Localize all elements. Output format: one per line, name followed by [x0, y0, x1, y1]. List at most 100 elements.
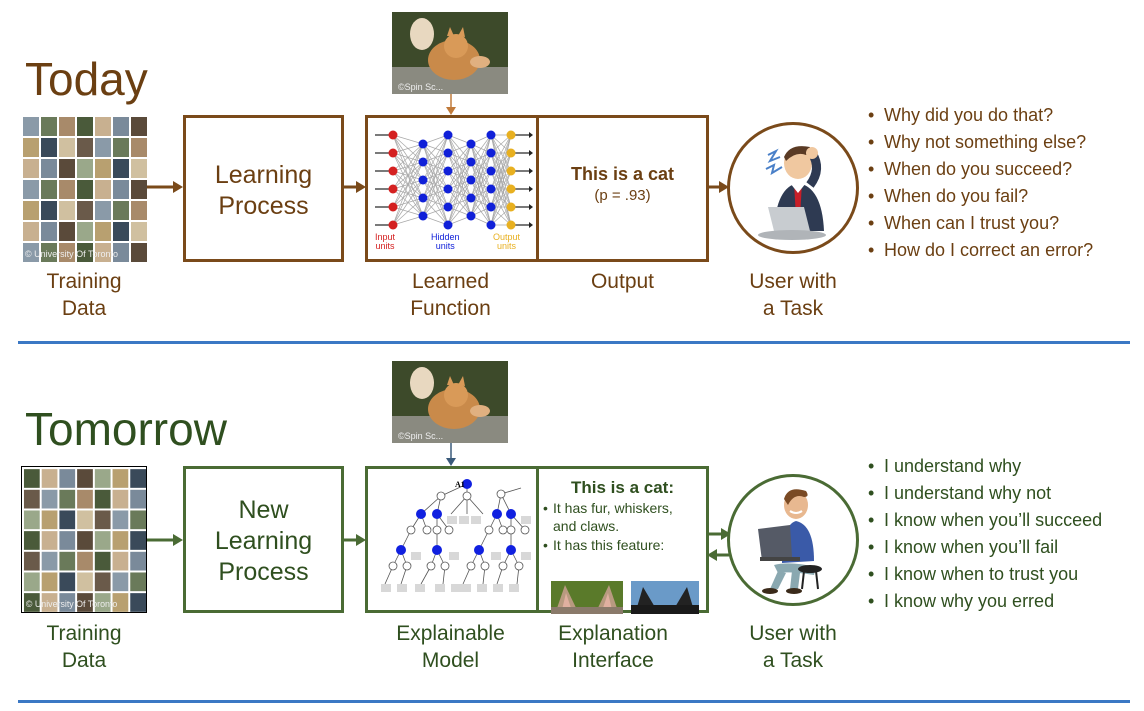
nn-edge — [447, 161, 472, 226]
nn-edge — [392, 143, 424, 190]
thumbnail — [77, 572, 93, 592]
thumbnail — [23, 159, 39, 178]
caption-line: Explainable — [396, 622, 505, 645]
tree-node — [426, 561, 436, 571]
thumbnail — [41, 222, 57, 241]
arrow-down-icon — [446, 94, 456, 115]
tree-node — [466, 561, 476, 571]
tree-leaf — [491, 552, 501, 560]
tomorrow-title: Tomorrow — [25, 403, 227, 455]
bullet-line: It has fur, whiskers, — [553, 500, 673, 516]
thumbnail — [23, 572, 40, 592]
tree-node — [402, 561, 412, 571]
explanation-heading: This is a cat: — [571, 478, 674, 497]
cat-ears-feature-image — [551, 581, 623, 614]
thumbnail — [77, 138, 93, 157]
thumbnail — [94, 551, 111, 571]
label-line: Output — [493, 232, 521, 242]
nn-node — [418, 139, 428, 149]
thumbnail — [130, 489, 146, 509]
label-line: Learning — [214, 161, 313, 189]
label-line: Input — [375, 232, 396, 242]
caption-line: Training — [46, 270, 122, 293]
photo-credit: ©Spin Sc... — [398, 82, 444, 92]
learned-function-caption: Learned Function — [365, 268, 536, 322]
caption-line: a Task — [762, 649, 824, 672]
nn-edge — [392, 161, 424, 226]
tree-leaf — [397, 584, 407, 592]
nn-node — [466, 157, 476, 167]
explanation-interface-caption: Explanation Interface — [536, 620, 690, 674]
nn-node — [486, 202, 496, 212]
caption-line: Interface — [572, 649, 654, 672]
nn-edge — [447, 143, 472, 208]
arrow-right-icon — [344, 534, 366, 546]
question-item: When do you succeed? — [868, 156, 1093, 183]
nn-node — [443, 220, 453, 230]
nn-edge — [470, 170, 492, 217]
nn-edge — [470, 188, 492, 217]
section-divider — [18, 341, 1130, 344]
label-line: Learning — [214, 527, 313, 555]
nn-node — [418, 211, 428, 221]
thumbnail — [94, 510, 111, 530]
label-line: New — [238, 496, 289, 524]
nn-node — [506, 130, 516, 140]
nn-node — [388, 184, 398, 194]
nn-node — [486, 166, 496, 176]
tree-node — [422, 525, 432, 535]
nn-node — [443, 148, 453, 158]
thumbnail — [130, 593, 146, 612]
thumbnail — [95, 180, 111, 199]
tree-node — [462, 491, 472, 501]
thumbnail — [131, 222, 147, 241]
thumbnail — [23, 469, 40, 488]
thumbnail — [112, 551, 129, 571]
caption-line: Data — [61, 297, 107, 320]
thumbnail — [59, 531, 76, 550]
nn-arrowhead — [529, 168, 533, 174]
nn-hidden-label: Hidden units — [431, 233, 460, 251]
tree-node-active — [474, 545, 484, 555]
user-circle-tomorrow — [727, 474, 859, 606]
explanation-panel: This is a cat: • It has fur, whiskers, a… — [539, 477, 706, 614]
label-line: Hidden — [431, 232, 460, 242]
explanation-bullet: • It has fur, whiskers, and claws. — [539, 499, 706, 535]
tree-node — [496, 489, 506, 499]
thumbnail — [41, 201, 57, 220]
explainable-model-caption: Explainable Model — [365, 620, 536, 674]
explainable-model-interface-box: A1 This is a cat: • It has fur, whiskers… — [365, 466, 709, 614]
image-grid-icon: © University Of Toronto — [22, 467, 146, 612]
statement-item: I understand why not — [868, 480, 1102, 507]
tree-root-label: A1 — [455, 480, 465, 489]
bullet-dot: • — [543, 537, 548, 553]
arrow-left-icon — [707, 549, 729, 561]
tree-node-active — [432, 509, 442, 519]
thumbnail — [113, 222, 129, 241]
user-caption-today: User with a Task — [727, 268, 859, 322]
question-item: How do I correct an error? — [868, 237, 1093, 264]
box-divider — [536, 118, 539, 259]
happy-user-laptop-icon — [758, 489, 822, 594]
grid-credit: © University Of Toronto — [25, 249, 118, 259]
nn-node — [388, 220, 398, 230]
training-data-caption-tomorrow: Training Data — [21, 620, 147, 674]
thumbnail — [112, 510, 129, 530]
tree-node — [498, 525, 508, 535]
nn-node — [486, 184, 496, 194]
statement-item: I know when you’ll succeed — [868, 507, 1102, 534]
thumbnail — [41, 243, 57, 262]
tree-leaf — [493, 584, 503, 592]
question-item: When can I trust you? — [868, 210, 1093, 237]
question-item: Why did you do that? — [868, 102, 1093, 129]
nn-edge — [392, 197, 424, 226]
thumbnail — [41, 159, 57, 178]
thumbnail — [113, 243, 129, 262]
tree-leaf — [435, 584, 445, 592]
training-data-image-today: © University Of Toronto — [21, 115, 147, 262]
thumbnail — [77, 551, 93, 571]
cat-ears-icon — [551, 581, 623, 614]
thumbnail — [23, 243, 39, 262]
nn-edge — [392, 143, 424, 154]
bullet-line: It has this feature: — [553, 537, 665, 553]
